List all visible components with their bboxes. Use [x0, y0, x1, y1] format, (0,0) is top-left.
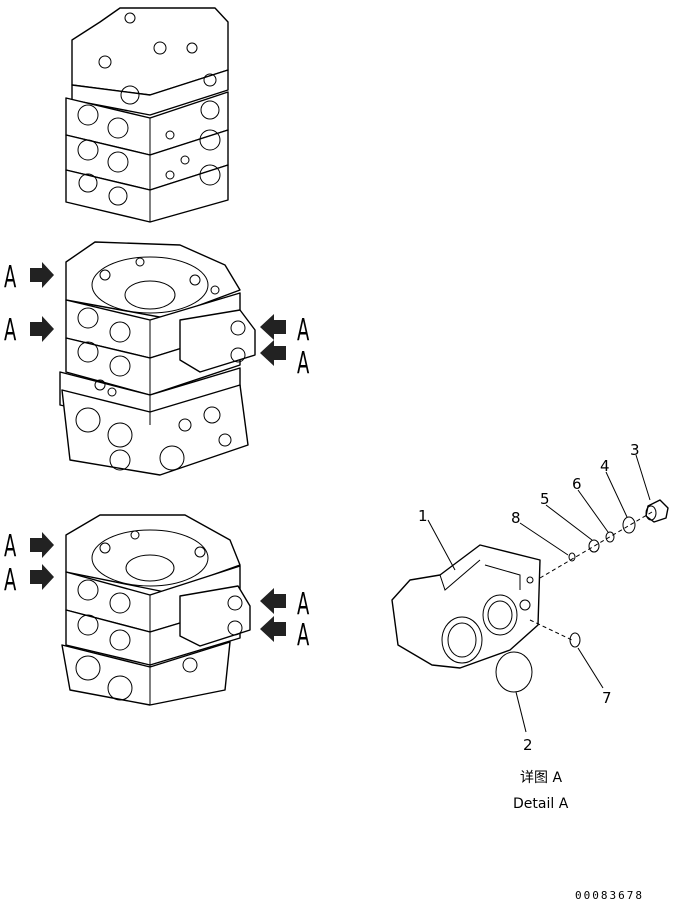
- view-label: A: [297, 617, 309, 652]
- drawing-code: 00083678: [575, 889, 644, 902]
- view-label: A: [4, 528, 16, 563]
- callout-3: 3: [630, 441, 640, 459]
- view-arrow-left-3: A: [4, 528, 54, 563]
- detail-a-drawing: [391, 454, 669, 733]
- callout-5: 5: [540, 490, 550, 508]
- callout-6: 6: [572, 475, 582, 493]
- valve-assembly-top: [65, 7, 229, 223]
- callout-7: 7: [602, 689, 612, 707]
- o-ring-7: [569, 632, 581, 648]
- view-arrow-right-4: A: [260, 616, 309, 652]
- plug-3: [645, 499, 669, 523]
- view-label: A: [297, 345, 309, 380]
- view-label: A: [297, 586, 309, 621]
- view-label: A: [4, 562, 16, 597]
- callout-2: 2: [523, 736, 533, 754]
- view-label: A: [297, 312, 309, 347]
- ring-5: [588, 539, 600, 553]
- o-ring-4: [622, 516, 636, 534]
- view-arrow-left-1: A: [4, 259, 54, 294]
- ring-6: [605, 531, 615, 543]
- valve-assembly-lower: [61, 514, 251, 706]
- detail-title-cn: 详图 A: [520, 770, 562, 786]
- view-arrow-right-1: A: [260, 312, 309, 347]
- callout-8: 8: [511, 509, 521, 527]
- view-arrow-left-2: A: [4, 312, 54, 347]
- view-arrow-left-4: A: [4, 562, 54, 597]
- detail-title-en: Detail A: [513, 796, 569, 812]
- plug-8: [568, 552, 576, 562]
- view-label: A: [4, 312, 16, 347]
- view-label: A: [4, 259, 16, 294]
- valve-assembly-middle: [59, 241, 256, 476]
- view-arrow-right-2: A: [260, 340, 309, 380]
- view-arrow-right-3: A: [260, 586, 309, 621]
- callout-1: 1: [418, 507, 428, 525]
- callout-4: 4: [600, 457, 610, 475]
- o-ring-2: [495, 651, 533, 693]
